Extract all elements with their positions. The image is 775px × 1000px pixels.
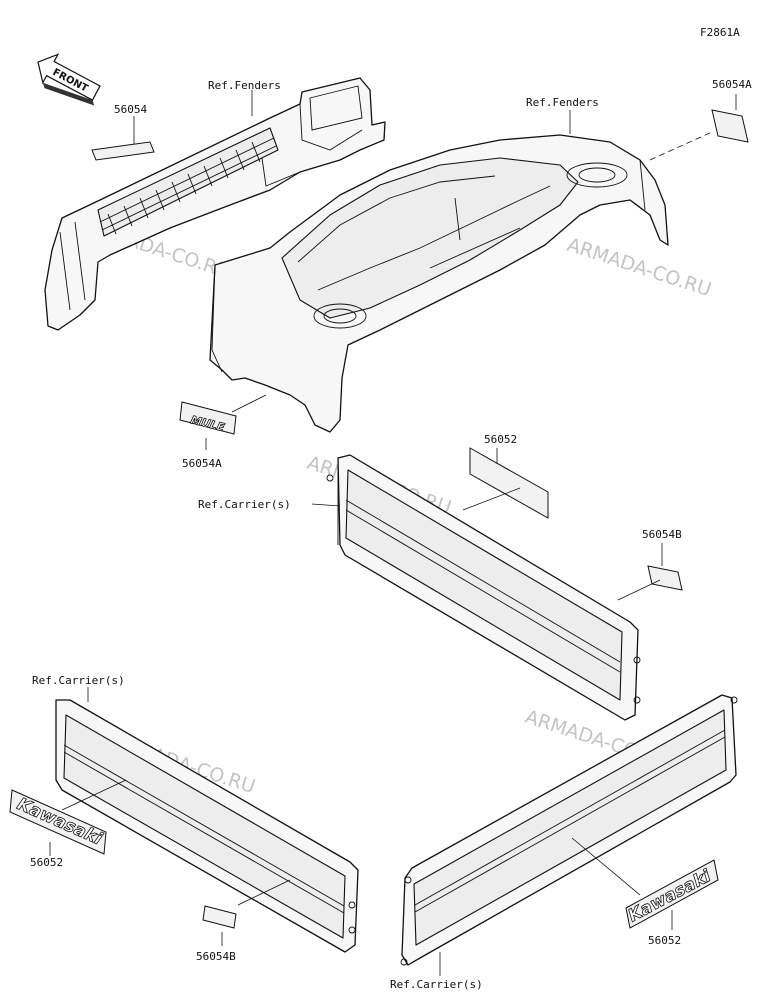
mule-decal: MULE (179, 401, 237, 435)
label-ref-carriers-left: Ref.Carrier(s) (32, 674, 125, 687)
label-56054a-bottom: 56054A (182, 457, 222, 470)
watermark: ARMADA-CO.RU (564, 234, 713, 301)
label-ref-fenders-left: Ref.Fenders (208, 79, 281, 92)
decal-56054b-mid (647, 565, 683, 591)
figure-code: F2861A (700, 26, 740, 39)
label-56054a-top: 56054A (712, 78, 752, 91)
label-56054-top: 56054 (114, 103, 147, 116)
leader-dashed (649, 131, 713, 161)
decal-56054-outline (91, 141, 155, 161)
label-56052-right: 56052 (648, 934, 681, 947)
label-56054b-bottom: 56054B (196, 950, 236, 963)
leader-line (617, 579, 661, 601)
decal-56054a-right (711, 109, 749, 143)
right-side-panel-part (400, 694, 738, 966)
label-ref-carriers-bottom: Ref.Carrier(s) (390, 978, 483, 991)
kawasaki-decal-right-text: Kawasaki (625, 866, 715, 927)
label-ref-carriers-mid: Ref.Carrier(s) (198, 498, 291, 511)
decal-56052-mid (469, 447, 549, 519)
leader-line (61, 779, 127, 811)
label-56054b-mid: 56054B (642, 528, 682, 541)
leader-line (462, 487, 521, 511)
leader-line (571, 837, 641, 896)
leader-line (231, 394, 267, 413)
label-56052-mid: 56052 (484, 433, 517, 446)
front-arrow-icon: FRONT (37, 53, 101, 106)
decal-56054b-bottom (202, 905, 237, 929)
front-grille-part (44, 77, 386, 331)
leader-line (311, 503, 341, 507)
middle-gate-part (326, 454, 641, 721)
left-side-panel-part (55, 699, 359, 953)
rear-fender-part (209, 134, 669, 433)
label-56052-left: 56052 (30, 856, 63, 869)
leader-line (237, 879, 291, 906)
label-ref-fenders-right: Ref.Fenders (526, 96, 599, 109)
